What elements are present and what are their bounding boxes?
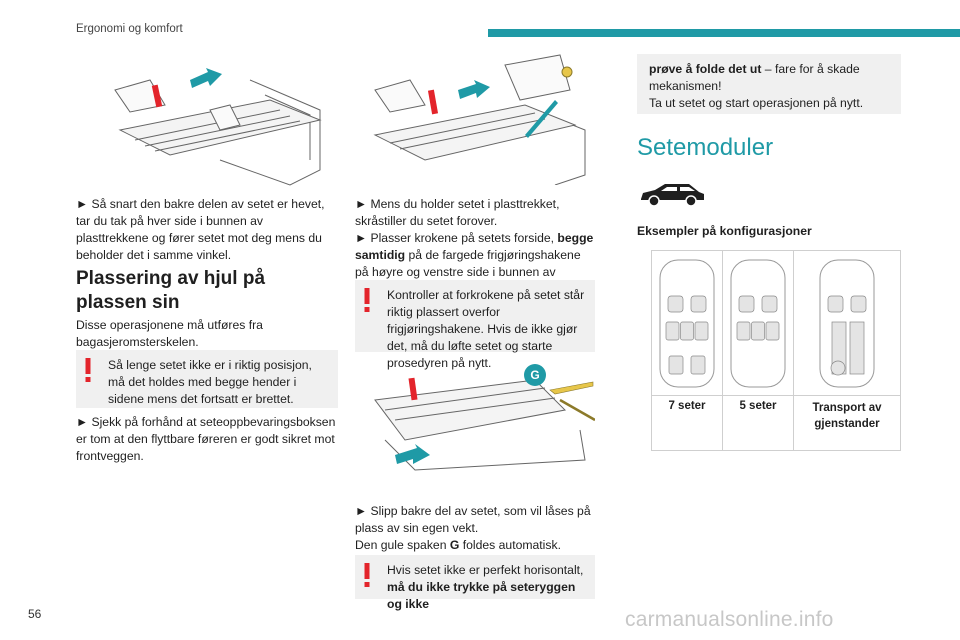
col1-paragraph-1: ► Så snart den bakre delen av setet er h… bbox=[76, 197, 325, 262]
warning-text: Så lenge setet ikke er i riktig posisjon… bbox=[108, 358, 312, 406]
section-title-seat-modules: Setemoduler bbox=[637, 134, 774, 161]
watermark: carmanualsonline.info bbox=[625, 608, 834, 631]
config-label-7-seats: 7 seter bbox=[651, 395, 723, 451]
header-title: Ergonomi og komfort bbox=[76, 23, 183, 35]
config-label-transport: Transport av gjenstander bbox=[793, 395, 901, 451]
section-heading-wheel-placement: Plassering av hjul på plassen sin bbox=[76, 268, 266, 313]
warning-icon bbox=[85, 358, 91, 382]
warning-box-horizontal: Hvis setet ikke er perfekt horisontalt, … bbox=[355, 555, 595, 611]
warning-icon bbox=[364, 563, 370, 587]
seat-lift-illustration bbox=[114, 68, 322, 186]
warning-box-hold-seat: Så lenge setet ikke er i riktig posisjon… bbox=[76, 350, 338, 408]
header-accent-bar bbox=[488, 29, 960, 37]
col2-paragraph-4: Den gule spaken G foldes automatisk. bbox=[355, 538, 561, 552]
col1-paragraph-3: ► Sjekk på forhånd at seteoppbevaringsbo… bbox=[76, 415, 336, 463]
configurations-subheading: Eksempler på konfigurasjoner bbox=[637, 224, 812, 238]
car-top-transport bbox=[819, 259, 875, 388]
warning-box-continued: prøve å folde det ut – fare for å skade … bbox=[637, 54, 901, 114]
config-cell-5-seats bbox=[722, 250, 794, 396]
seat-tilt-illustration bbox=[373, 54, 586, 185]
warning-icon bbox=[364, 288, 370, 312]
seat-lever-illustration: G bbox=[374, 364, 595, 471]
warning-text: Kontroller at forkrokene på setet står r… bbox=[387, 288, 585, 370]
car-top-7-seats bbox=[659, 259, 715, 388]
configuration-table: 7 seter 5 seter Transport av gjenstander bbox=[651, 250, 901, 451]
warning-box-hooks: Kontroller at forkrokene på setet står r… bbox=[355, 280, 595, 370]
lever-label-g: G bbox=[530, 368, 539, 382]
config-cell-7-seats bbox=[651, 250, 723, 396]
warning-text-restart: Ta ut setet og start operasjonen på nytt… bbox=[649, 96, 864, 110]
car-silhouette-icon bbox=[641, 184, 704, 207]
col2-paragraph-1: ► Mens du holder setet i plasttrekket, s… bbox=[355, 197, 560, 228]
col1-paragraph-2: Disse operasjonene må utføres fra bagasj… bbox=[76, 318, 263, 349]
warning-text-continued: prøve å folde det ut – fare for å skade … bbox=[649, 62, 860, 93]
config-cell-transport bbox=[793, 250, 901, 396]
car-top-5-seats bbox=[730, 259, 786, 388]
warning-text: Hvis setet ikke er perfekt horisontalt, … bbox=[387, 563, 584, 611]
page-number: 56 bbox=[28, 607, 42, 621]
config-label-5-seats: 5 seter bbox=[722, 395, 794, 451]
col2-paragraph-3: ► Slipp bakre del av setet, som vil låse… bbox=[355, 504, 591, 535]
